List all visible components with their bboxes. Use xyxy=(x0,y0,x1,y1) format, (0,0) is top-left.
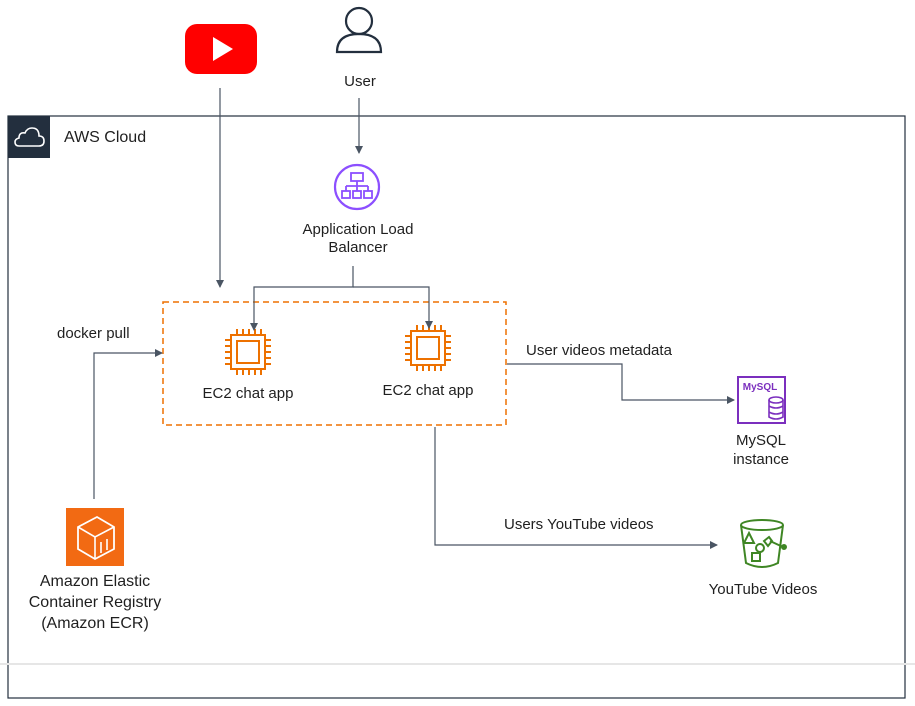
alb-label-line2: Balancer xyxy=(328,239,388,256)
alb-label-line1: Application Load xyxy=(302,221,414,238)
load-balancer-icon xyxy=(333,163,381,211)
user-icon xyxy=(335,6,383,54)
alb-to-ec2-left-arrow xyxy=(250,266,354,331)
ecr-label-line1: Amazon Elastic xyxy=(39,573,151,590)
alb-to-ec2-right-arrow xyxy=(353,286,433,329)
mysql-db-icon: MySQL xyxy=(737,376,786,424)
mysql-label-line2: instance xyxy=(733,451,789,468)
ecr-icon xyxy=(66,508,124,566)
ec2-to-s3-arrow xyxy=(434,427,718,549)
ec2-right-label: EC2 chat app xyxy=(382,382,474,399)
docker-pull-label: docker pull xyxy=(57,325,130,342)
mysql-label-line1: MySQL xyxy=(735,432,786,449)
ec2-to-mysql-arrow xyxy=(507,363,735,404)
ecr-docker-pull-arrow xyxy=(93,349,163,499)
s3-bucket-icon xyxy=(740,519,787,568)
aws-cloud-label: AWS Cloud xyxy=(64,129,147,146)
aws-cloud-icon xyxy=(8,116,50,158)
ec2-group-boundary xyxy=(162,301,507,426)
ec2-chip-icon xyxy=(405,325,451,371)
s3-label: YouTube Videos xyxy=(708,581,818,598)
ecr-label-line3: (Amazon ECR) xyxy=(41,615,149,632)
s3-edge-label: Users YouTube videos xyxy=(504,516,654,533)
mysql-icon-text: MySQL xyxy=(743,382,777,393)
user-label: User xyxy=(344,73,376,90)
ec2-chip-icon xyxy=(225,329,271,375)
ec2-left-label: EC2 chat app xyxy=(202,385,294,402)
aws-cloud-boundary xyxy=(7,115,906,699)
mysql-edge-label: User videos metadata xyxy=(526,342,672,359)
ecr-label-line2: Container Registry xyxy=(28,594,162,611)
youtube-icon xyxy=(185,24,257,74)
